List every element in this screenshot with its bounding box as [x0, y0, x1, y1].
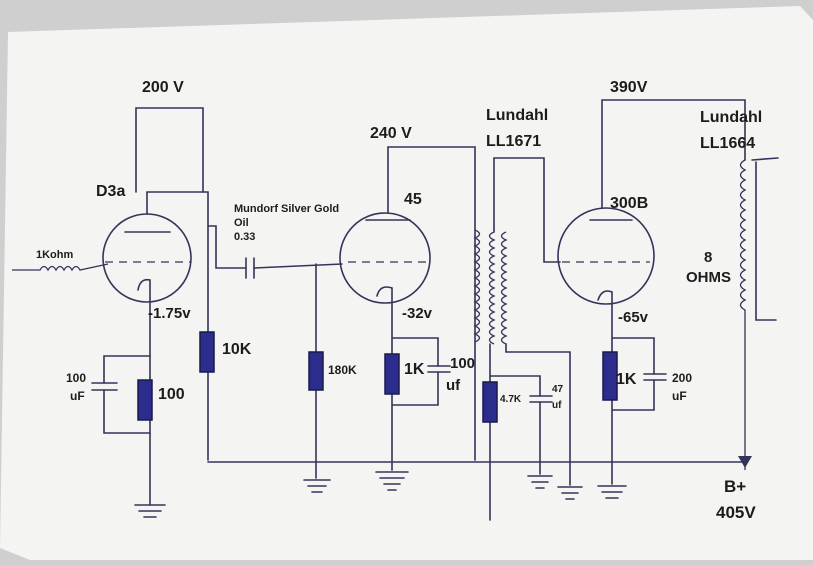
bias-resistor — [482, 381, 498, 423]
output-secondary-winding — [755, 161, 777, 321]
d3a-cathode-resistor-label: 100 — [158, 386, 185, 403]
load-value: 8 — [704, 249, 712, 266]
tube-45-cathode-resistor — [384, 353, 400, 395]
tube45-cathode-voltage: -32v — [402, 305, 433, 322]
d3a-tube-label: D3a — [96, 183, 125, 200]
tube45-cathode-resistor-label: 1K — [404, 361, 425, 378]
interstage-primary — [473, 229, 481, 343]
tube300b-label: 300B — [610, 195, 648, 212]
d3a-cathode-lead — [137, 278, 151, 506]
output-brand: Lundahl — [700, 109, 762, 126]
d3a-cap-unit: uF — [70, 389, 85, 403]
tube300b-cap-unit: uF — [672, 389, 687, 403]
interstage-secondary-1 — [488, 231, 496, 345]
d3a-cap-value: 100 — [66, 371, 86, 385]
tube-300b-cathode-lead — [597, 290, 613, 485]
b-plus-value: 405V — [716, 503, 756, 522]
tube300b-cap-value: 200 — [672, 371, 692, 385]
coupling-cap-value: 0.33 — [234, 231, 255, 243]
interstage-secondary-2 — [500, 231, 508, 345]
tube-45 — [339, 212, 431, 304]
tube45-plate-voltage: 240 V — [370, 125, 412, 142]
tube-300b-cap-top-wire — [611, 337, 655, 375]
interstage-model: LL1671 — [486, 133, 541, 150]
tube-45-cap-top-wire — [391, 337, 439, 367]
tube-45-plate-wire — [387, 146, 476, 461]
load-unit: OHMS — [686, 269, 731, 286]
interstage-to-300b-grid — [493, 157, 561, 263]
grid-stopper-label: 1Kohm — [36, 249, 74, 261]
tube-300b-cathode-resistor — [602, 351, 618, 401]
tube-45-cathode-lead — [376, 286, 393, 471]
tube-45-cap-bottom-wire — [391, 371, 439, 406]
tube45-label: 45 — [404, 191, 422, 208]
grid-stopper-resistor — [12, 263, 109, 272]
tube300b-cathode-voltage: -65v — [618, 309, 649, 326]
tube45-cap-value: 100 — [450, 355, 475, 372]
tube300b-plate-voltage: 390V — [610, 79, 648, 96]
tube-300b-plate-wire — [601, 99, 746, 209]
interstage-brand: Lundahl — [486, 107, 548, 124]
tube45-cap-unit: uf — [446, 377, 461, 394]
b-plus-label: B+ — [724, 477, 746, 496]
d3a-plate-resistor — [199, 331, 215, 373]
d3a-cap-top-wire — [103, 355, 151, 384]
b-plus-arrow — [738, 456, 752, 468]
interstage-secondary-return — [505, 343, 571, 486]
d3a-cap-bottom-wire — [103, 389, 151, 434]
bias-cap-unit: uf — [552, 400, 562, 411]
output-secondary-tap — [751, 157, 779, 161]
d3a-b-plus-wire — [135, 107, 204, 193]
bias-resistor-label: 4.7K — [500, 394, 522, 405]
tube-300b-cap-bottom-wire — [611, 379, 655, 411]
grid-leak-label: 180K — [328, 363, 357, 377]
output-transformer-primary — [739, 159, 747, 470]
coupling-cap-line2: Oil — [234, 217, 249, 229]
d3a-cathode-resistor — [137, 379, 153, 421]
d3a-plate-wire — [146, 191, 209, 461]
d3a-plate-resistor-label: 10K — [222, 341, 252, 358]
grid-leak-resistor — [308, 351, 324, 391]
tube300b-cathode-resistor-label: 1K — [616, 371, 637, 388]
coupling-cap-line1: Mundorf Silver Gold — [234, 203, 339, 215]
tube-300b — [557, 207, 655, 305]
coupling-wire-out — [253, 263, 343, 269]
bias-cap-value: 47 — [552, 384, 564, 395]
d3a-plate-voltage: 200 V — [142, 79, 184, 96]
d3a-cathode-voltage: -1.75v — [148, 305, 191, 322]
coupling-wire-in — [207, 225, 247, 269]
bias-cap-top-wire — [489, 375, 541, 397]
output-model: LL1664 — [700, 135, 755, 152]
